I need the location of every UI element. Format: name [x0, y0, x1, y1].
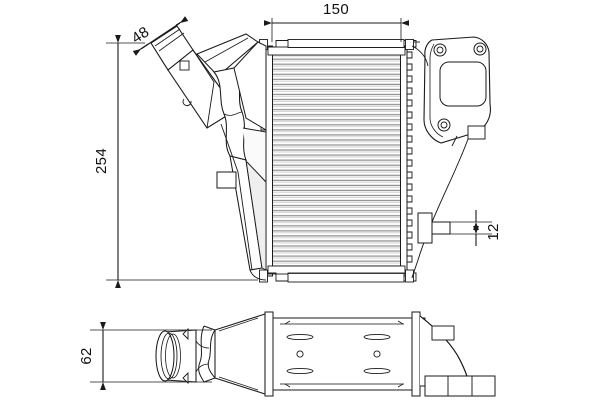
- dimension-150: 150: [264, 1, 409, 42]
- dimension-254: 254: [93, 35, 258, 288]
- dimension-62: 62: [78, 322, 212, 390]
- dimension-label-height: 254: [93, 148, 110, 174]
- plan-mounting-slots: [286, 333, 391, 375]
- core-bottom-header: [259, 265, 417, 283]
- plan-outlet-housing: [419, 315, 496, 397]
- dimension-48: 48: [129, 16, 189, 56]
- dimension-label-width: 150: [323, 1, 349, 18]
- dimension-label-depth: 62: [78, 347, 95, 364]
- dimension-label-inlet: 48: [129, 23, 153, 47]
- front-view: [150, 25, 491, 283]
- lower-right-tab: [417, 212, 451, 244]
- angled-inlet-duct: [150, 25, 267, 281]
- mounting-bracket: [411, 36, 491, 279]
- dimension-12: 12: [450, 210, 502, 246]
- dimension-label-tab: 12: [485, 223, 502, 240]
- plan-view: [155, 311, 496, 397]
- plan-transition-duct: [155, 313, 266, 395]
- core-fin-block: [272, 54, 401, 267]
